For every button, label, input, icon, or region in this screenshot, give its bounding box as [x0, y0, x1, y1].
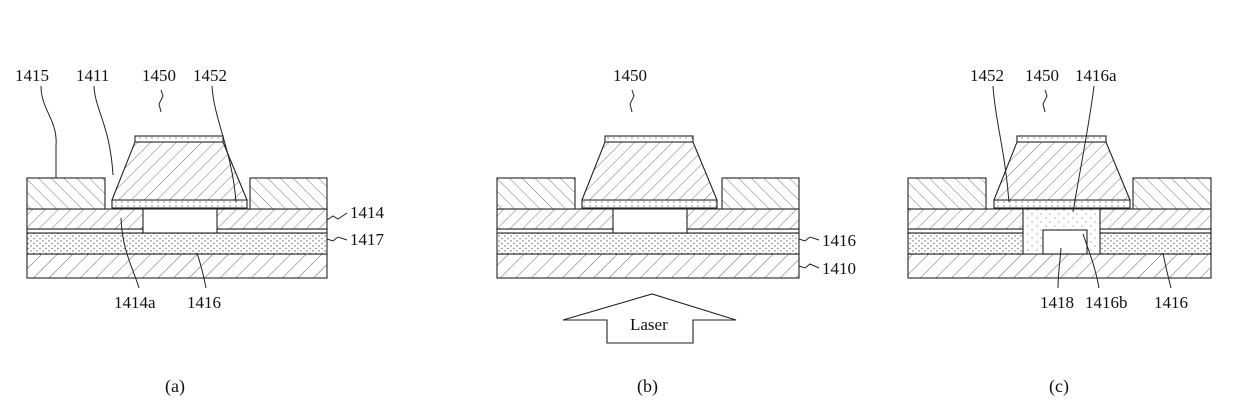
electrode-right-c [1133, 178, 1211, 209]
void-1418 [1043, 230, 1087, 254]
laser-label: Laser [630, 315, 668, 334]
led-top-layer [135, 136, 223, 142]
sacrificial-layer-1416-b [497, 233, 799, 254]
electrode-pad-1452 [112, 200, 247, 208]
electrode-right-b [722, 178, 799, 209]
label-1411-a: 1411 [76, 66, 109, 85]
label-1416b-c: 1416b [1085, 293, 1128, 312]
electrode-left-b [497, 178, 575, 209]
micro-led-1450-c [994, 142, 1130, 200]
caption-a: (a) [165, 376, 185, 397]
label-1415-a: 1415 [15, 66, 49, 85]
label-1416-b: 1416 [822, 231, 856, 250]
substrate-1410 [27, 254, 327, 278]
label-1416-c: 1416 [1154, 293, 1188, 312]
label-1452-a: 1452 [193, 66, 227, 85]
electrode-left-1415 [27, 178, 105, 209]
label-1414a-a: 1414a [114, 293, 156, 312]
gap-1414a [143, 209, 217, 233]
label-1450-b: 1450 [613, 66, 647, 85]
led-top-layer-c [1017, 136, 1106, 142]
panel-c [908, 136, 1211, 278]
label-1414-a: 1414 [350, 203, 385, 222]
label-1416a-c: 1416a [1075, 66, 1117, 85]
label-1410-b: 1410 [822, 259, 856, 278]
micro-led-1450-b [582, 142, 717, 200]
caption-c: (c) [1049, 376, 1069, 397]
panel-a [27, 136, 327, 278]
gap-1414a-b [613, 209, 687, 233]
led-top-layer-b [605, 136, 693, 142]
electrode-left-c [908, 178, 986, 209]
label-1450-c: 1450 [1025, 66, 1059, 85]
electrode-right-1415 [250, 178, 327, 209]
substrate-1410-b [497, 254, 799, 278]
panel-b [497, 136, 799, 343]
label-1452-c: 1452 [970, 66, 1004, 85]
sacrificial-layer-1416 [27, 233, 327, 254]
electrode-pad-1452-c [994, 200, 1130, 208]
label-1417-a: 1417 [350, 230, 385, 249]
label-1416-a: 1416 [187, 293, 221, 312]
label-1418-c: 1418 [1040, 293, 1074, 312]
electrode-pad-b [582, 200, 717, 208]
label-1450-a: 1450 [142, 66, 176, 85]
caption-b: (b) [637, 376, 658, 397]
